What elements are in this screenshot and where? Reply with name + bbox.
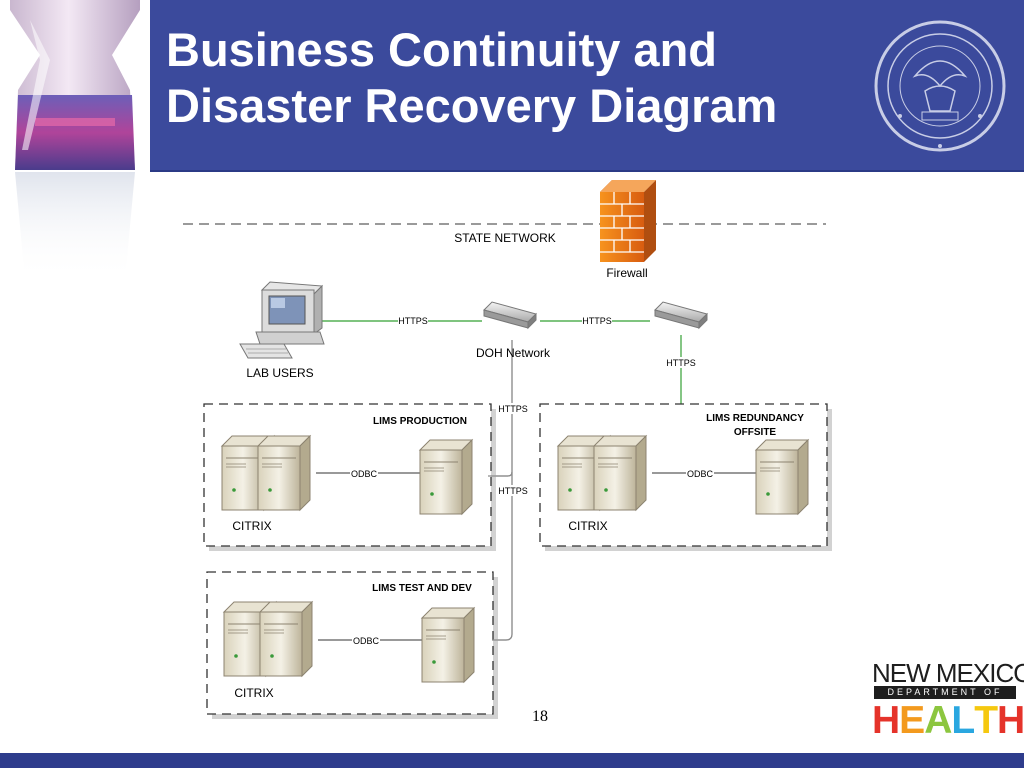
logo-letter: T	[974, 699, 998, 742]
logo-letter: A	[924, 699, 952, 742]
slide-title: Business Continuity and Disaster Recover…	[166, 22, 866, 134]
lims-redundancy-label-line-1: LIMS REDUNDANCY	[706, 413, 804, 424]
odbc-label-redundancy: ODBC	[687, 469, 714, 479]
server-icon	[257, 435, 311, 511]
redundancy-switch-icon	[654, 301, 708, 329]
server-icon	[421, 607, 475, 683]
link-trunk-test-over	[492, 633, 513, 641]
lab-users-label: LAB USERS	[246, 366, 313, 380]
page-number: 18	[532, 708, 548, 725]
citrix-label-production: CITRIX	[232, 519, 271, 533]
https-label-trunk-mid: HTTPS	[498, 486, 528, 496]
https-label-lab-users: HTTPS	[398, 316, 428, 326]
title-line-1: Business Continuity and	[166, 23, 717, 76]
state-seal-icon	[874, 20, 1006, 152]
link-trunk-production-over	[488, 471, 513, 477]
state-network-label: STATE NETWORK	[454, 231, 556, 245]
logo-line-1: NEW MEXICO	[872, 658, 1024, 688]
logo-letter: L	[951, 699, 975, 742]
doh-network-label: DOH Network	[476, 346, 551, 360]
server-icon	[755, 439, 809, 515]
logo-health-word: HEALTH	[872, 699, 1024, 742]
doh-network-switch-icon	[483, 301, 537, 329]
computer-icon	[239, 281, 325, 359]
firewall-label: Firewall	[606, 266, 647, 280]
https-label-redundancy-link: HTTPS	[582, 316, 612, 326]
server-icon	[593, 435, 647, 511]
citrix-label-redundancy: CITRIX	[568, 519, 607, 533]
lims-redundancy-label-line-2: OFFSITE	[734, 427, 777, 438]
server-icon	[419, 439, 473, 515]
logo-line-2: DEPARTMENT OF	[874, 686, 1016, 699]
logo-letter: H	[872, 699, 900, 742]
odbc-label-test: ODBC	[353, 636, 380, 646]
server-icon	[259, 601, 313, 677]
odbc-label-production: ODBC	[351, 469, 378, 479]
citrix-label-test: CITRIX	[234, 686, 273, 700]
title-line-2: Disaster Recovery Diagram	[166, 79, 778, 132]
lims-production-label: LIMS PRODUCTION	[373, 416, 467, 427]
nm-health-logo: NEW MEXICO DEPARTMENT OF HEALTH	[872, 658, 1024, 744]
https-label-redundancy-down: HTTPS	[666, 358, 696, 368]
logo-letter: E	[899, 699, 925, 742]
firewall-icon	[600, 180, 656, 262]
slide-header: Business Continuity and Disaster Recover…	[0, 0, 1024, 280]
header-band	[150, 0, 1024, 172]
https-label-trunk-top: HTTPS	[498, 404, 528, 414]
lims-test-dev-label: LIMS TEST AND DEV	[372, 583, 472, 594]
flask-image	[10, 0, 140, 280]
logo-letter: H	[997, 699, 1024, 742]
footer-bar	[0, 753, 1024, 768]
